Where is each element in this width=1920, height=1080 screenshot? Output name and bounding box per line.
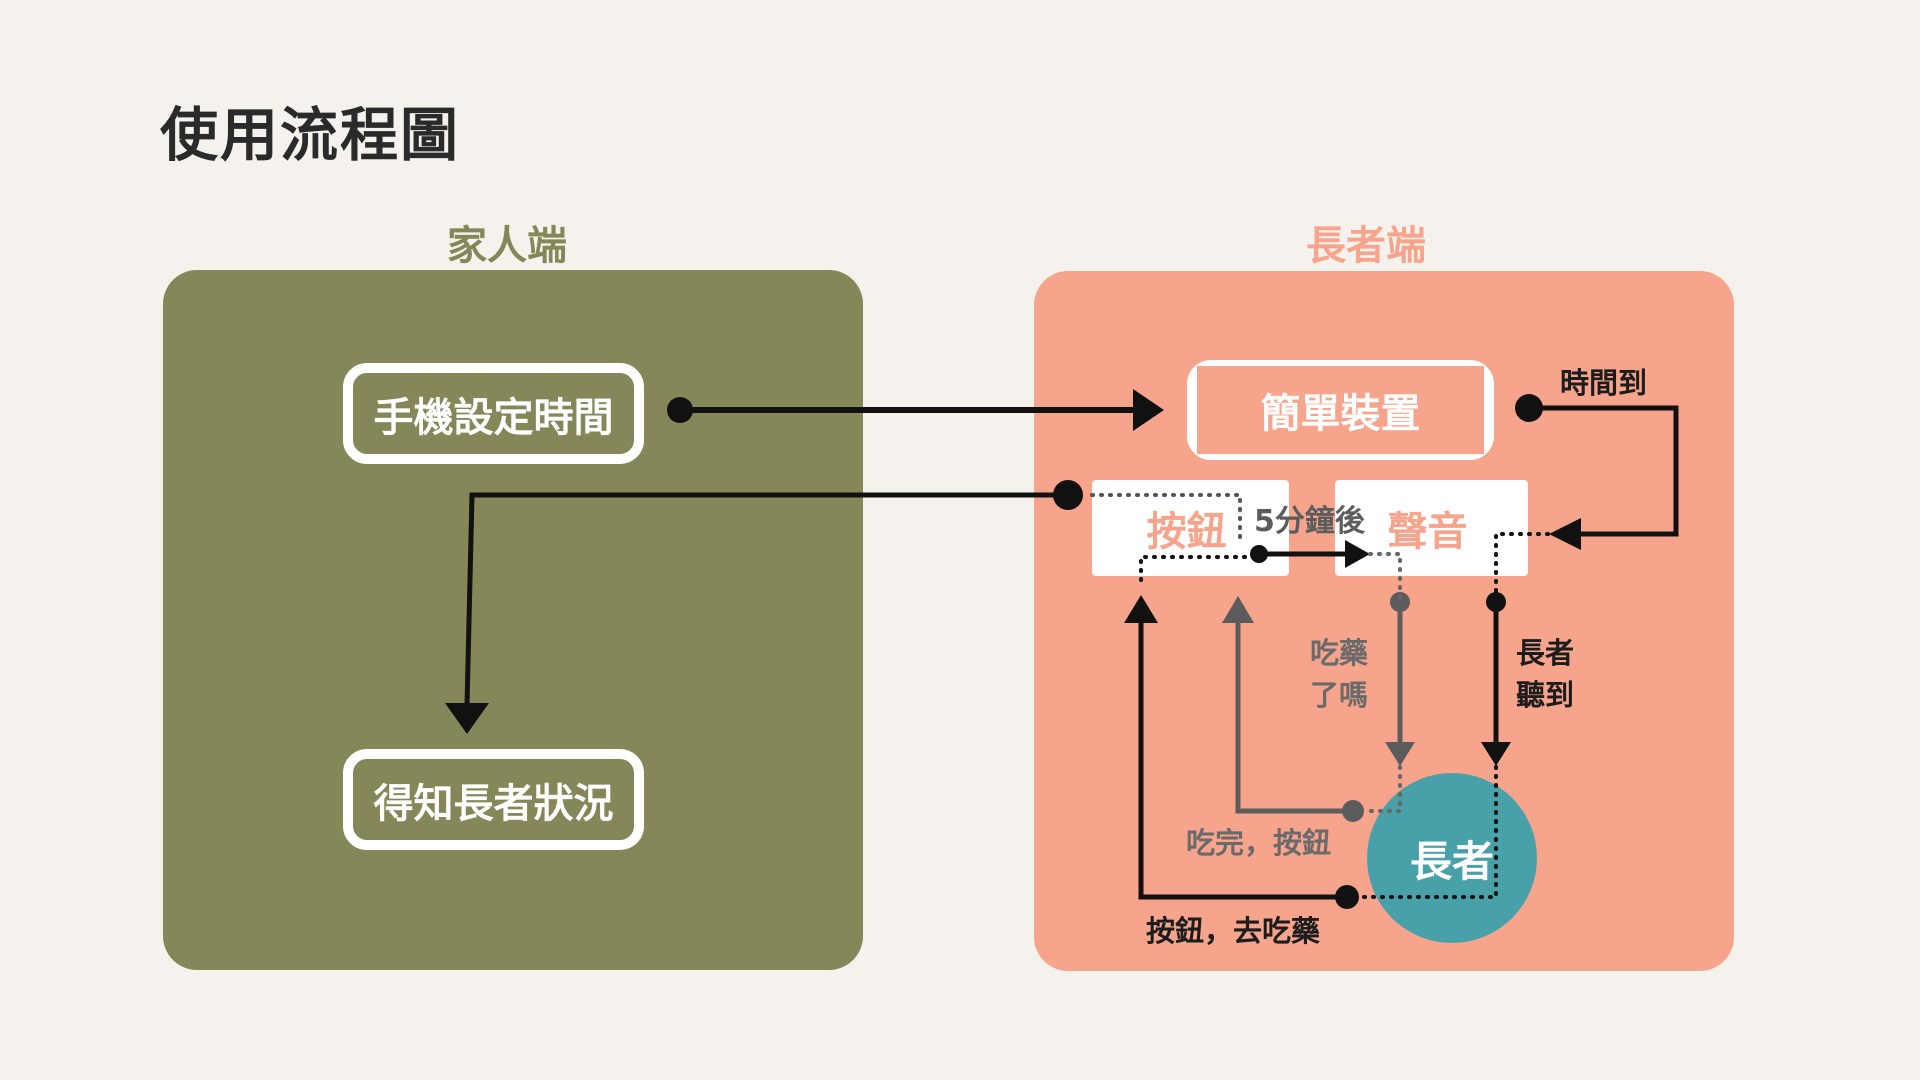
simple-device-node: 簡單裝置 xyxy=(1187,360,1494,460)
edge-label-done-press: 吃完，按鈕 xyxy=(1186,826,1332,860)
arrow-phone-to-device xyxy=(667,389,1164,431)
edge-label-elder-heard: 長者 聽到 xyxy=(1516,632,1574,716)
sound-node: 聲音 xyxy=(1335,480,1528,576)
page-title: 使用流程圖 xyxy=(160,101,461,169)
edge-label-elder-heard-line1: 長者 xyxy=(1516,636,1575,670)
family-side-label: 家人端 xyxy=(447,223,567,269)
arrow-sound-to-elder-question xyxy=(1385,592,1415,766)
edge-label-took-medicine-question: 吃藥 了嗎 xyxy=(1310,632,1368,716)
arrow-device-to-sound-time-up xyxy=(1515,394,1679,550)
arrow-elder-to-button-done xyxy=(1222,596,1364,822)
arrow-button-to-status xyxy=(445,480,1083,734)
edge-label-press-go-take: 按鈕，去吃藥 xyxy=(1146,914,1321,948)
elder-node: 長者 xyxy=(1367,773,1537,943)
know-elder-status-node: 得知長者狀況 xyxy=(343,749,644,850)
edge-label-time-up: 時間到 xyxy=(1560,366,1648,400)
button-node-label: 按鈕 xyxy=(1146,509,1227,555)
arrow-button-to-sound-5min xyxy=(1250,540,1370,568)
arrow-sound-to-elder-heard xyxy=(1481,592,1511,766)
arrow-elder-to-button-press xyxy=(1124,595,1359,909)
elder-side-label: 長者端 xyxy=(1306,223,1426,269)
dotted-guides xyxy=(1090,493,1550,899)
phone-set-time-node: 手機設定時間 xyxy=(343,363,644,464)
simple-device-label: 簡單裝置 xyxy=(1197,366,1484,454)
edge-label-took-medicine-line1: 吃藥 xyxy=(1310,636,1369,670)
sound-node-label: 聲音 xyxy=(1387,509,1468,555)
family-side-panel xyxy=(163,270,863,970)
edge-label-five-min-after: 5分鐘後 xyxy=(1254,504,1365,539)
edge-label-elder-heard-line2: 聽到 xyxy=(1516,678,1575,713)
edge-label-took-medicine-line2: 了嗎 xyxy=(1310,678,1369,713)
